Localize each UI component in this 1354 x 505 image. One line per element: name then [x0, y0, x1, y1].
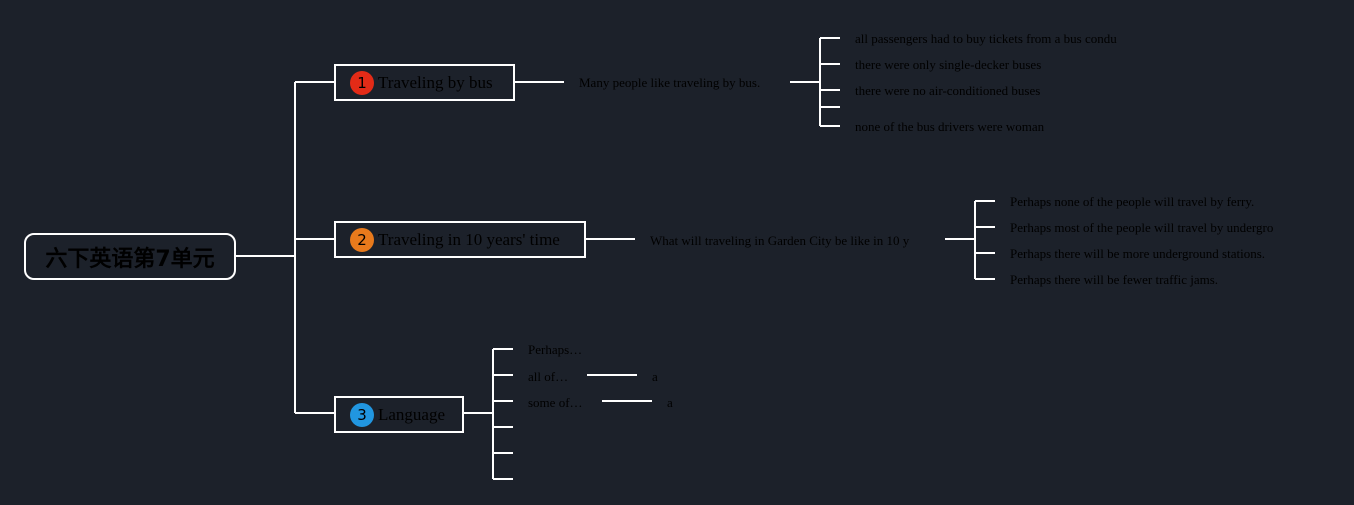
- root-topic[interactable]: 六下英语第7单元: [24, 233, 236, 280]
- branch-3-number-badge: 3: [350, 402, 374, 427]
- branch-3-child-3[interactable]: some of…: [528, 395, 583, 410]
- connector-b3-children: [492, 348, 513, 480]
- connector-b1-children: [819, 37, 840, 127]
- branch-1-summary[interactable]: Many people like traveling by bus.: [579, 75, 761, 90]
- branch-2-summary[interactable]: What will traveling in Garden City be li…: [650, 233, 910, 248]
- branch-1-child-3[interactable]: there were no air-conditioned buses: [855, 83, 1041, 98]
- branch-1-title: Traveling by bus: [378, 72, 493, 92]
- branch-3-title: Language: [378, 404, 446, 424]
- branch-1-child-1[interactable]: all passengers had to buy tickets from a…: [855, 31, 1117, 46]
- branch-3-child-3-sub[interactable]: a: [667, 395, 673, 410]
- branch-2-child-1[interactable]: Perhaps none of the people will travel b…: [1010, 194, 1255, 209]
- branch-2-child-3[interactable]: Perhaps there will be more underground s…: [1010, 246, 1266, 261]
- branch-1-number-badge: 1: [350, 70, 374, 95]
- branch-1-child-5[interactable]: none of the bus drivers were woman: [855, 119, 1045, 134]
- connector-b2-children: [974, 200, 995, 280]
- branch-2-title: Traveling in 10 years' time: [378, 229, 560, 249]
- root-title: 六下英语第7单元: [45, 246, 215, 272]
- branch-2-child-4[interactable]: Perhaps there will be fewer traffic jams…: [1010, 272, 1219, 287]
- branch-2-topic[interactable]: 2 Traveling in 10 years' time: [334, 221, 586, 258]
- branch-3-child-2[interactable]: all of…: [528, 369, 569, 384]
- branch-3-topic[interactable]: 3 Language: [334, 396, 464, 433]
- branch-3-child-2-sub[interactable]: a: [652, 369, 658, 384]
- branch-2-number-badge: 2: [350, 227, 374, 252]
- branch-1-topic[interactable]: 1 Traveling by bus: [334, 64, 515, 101]
- branch-3-child-1[interactable]: Perhaps…: [528, 342, 583, 357]
- branch-2-child-2[interactable]: Perhaps most of the people will travel b…: [1010, 220, 1274, 235]
- branch-1-child-2[interactable]: there were only single-decker buses: [855, 57, 1042, 72]
